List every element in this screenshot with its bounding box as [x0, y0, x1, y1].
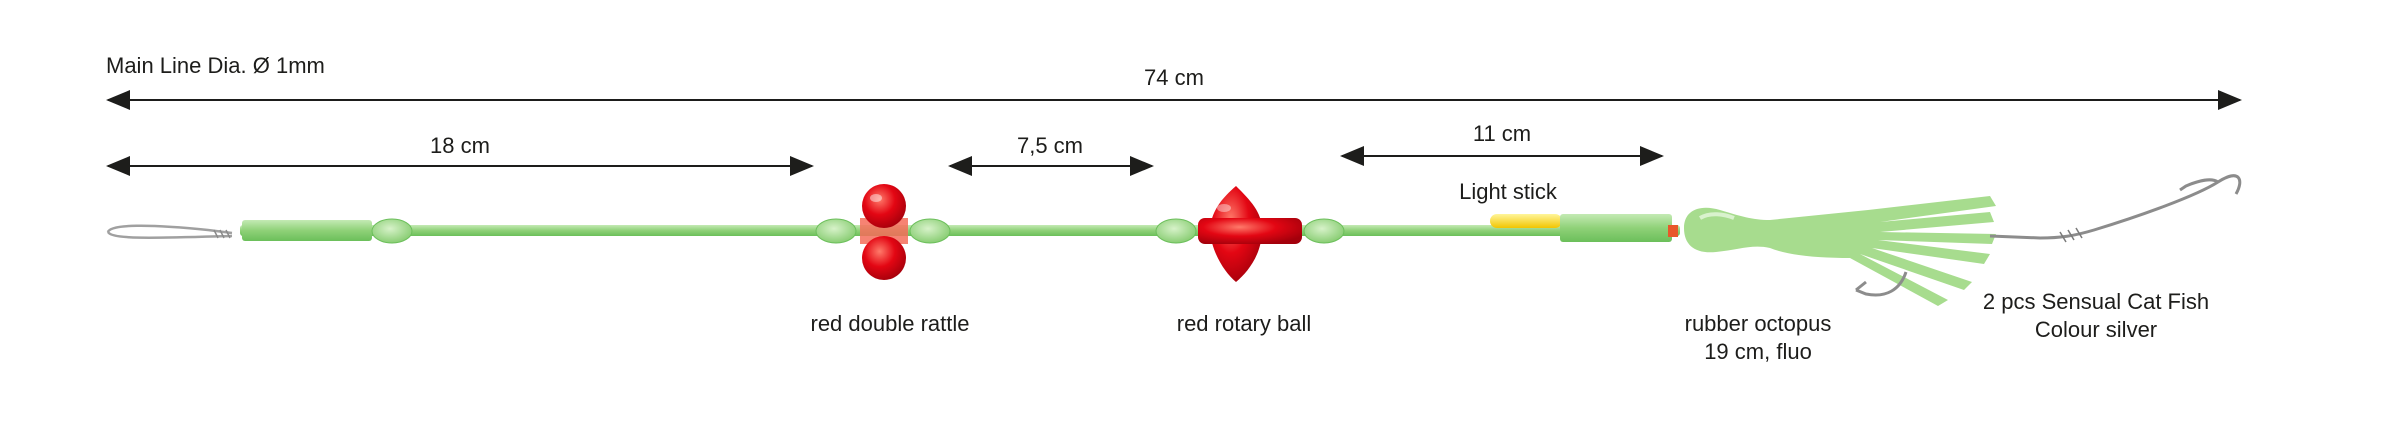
hook-label-line2: Colour silver — [2034, 317, 2158, 342]
leader-wire — [106, 224, 233, 240]
rattle-label: red double rattle — [810, 311, 970, 336]
green-bead — [815, 218, 857, 244]
green-bead — [1155, 218, 1197, 244]
octopus-label-line1: rubber octopus — [1684, 311, 1832, 336]
green-bead — [1303, 218, 1345, 244]
sleeve-tube-1 — [242, 220, 372, 241]
sleeve-tube-2 — [1560, 214, 1678, 242]
red-rotary-ball — [1198, 186, 1302, 282]
hook-label-line1: 2 pcs Sensual Cat Fish — [1982, 289, 2210, 314]
light-stick-label: Light stick — [1459, 179, 1557, 204]
green-bead — [909, 218, 951, 244]
rubber-octopus — [1684, 196, 1996, 306]
dimension-third-label: 11 cm — [1472, 121, 1532, 146]
rotary-ball-label: red rotary ball — [1176, 311, 1312, 336]
main-line — [240, 225, 1680, 236]
red-double-rattle — [860, 184, 908, 280]
light-stick — [1490, 214, 1562, 228]
octopus-label-line2: 19 cm, fluo — [1704, 339, 1812, 364]
main-line-label: Main Line Dia. Ø 1mm — [106, 53, 325, 78]
dimension-first-label: 18 cm — [430, 133, 490, 158]
dimension-second-label: 7,5 cm — [1016, 133, 1084, 158]
hook-icon — [1989, 174, 2242, 243]
dimension-total-label: 74 cm — [1144, 65, 1204, 90]
hook-icon — [1855, 271, 1908, 297]
green-bead — [371, 218, 413, 244]
